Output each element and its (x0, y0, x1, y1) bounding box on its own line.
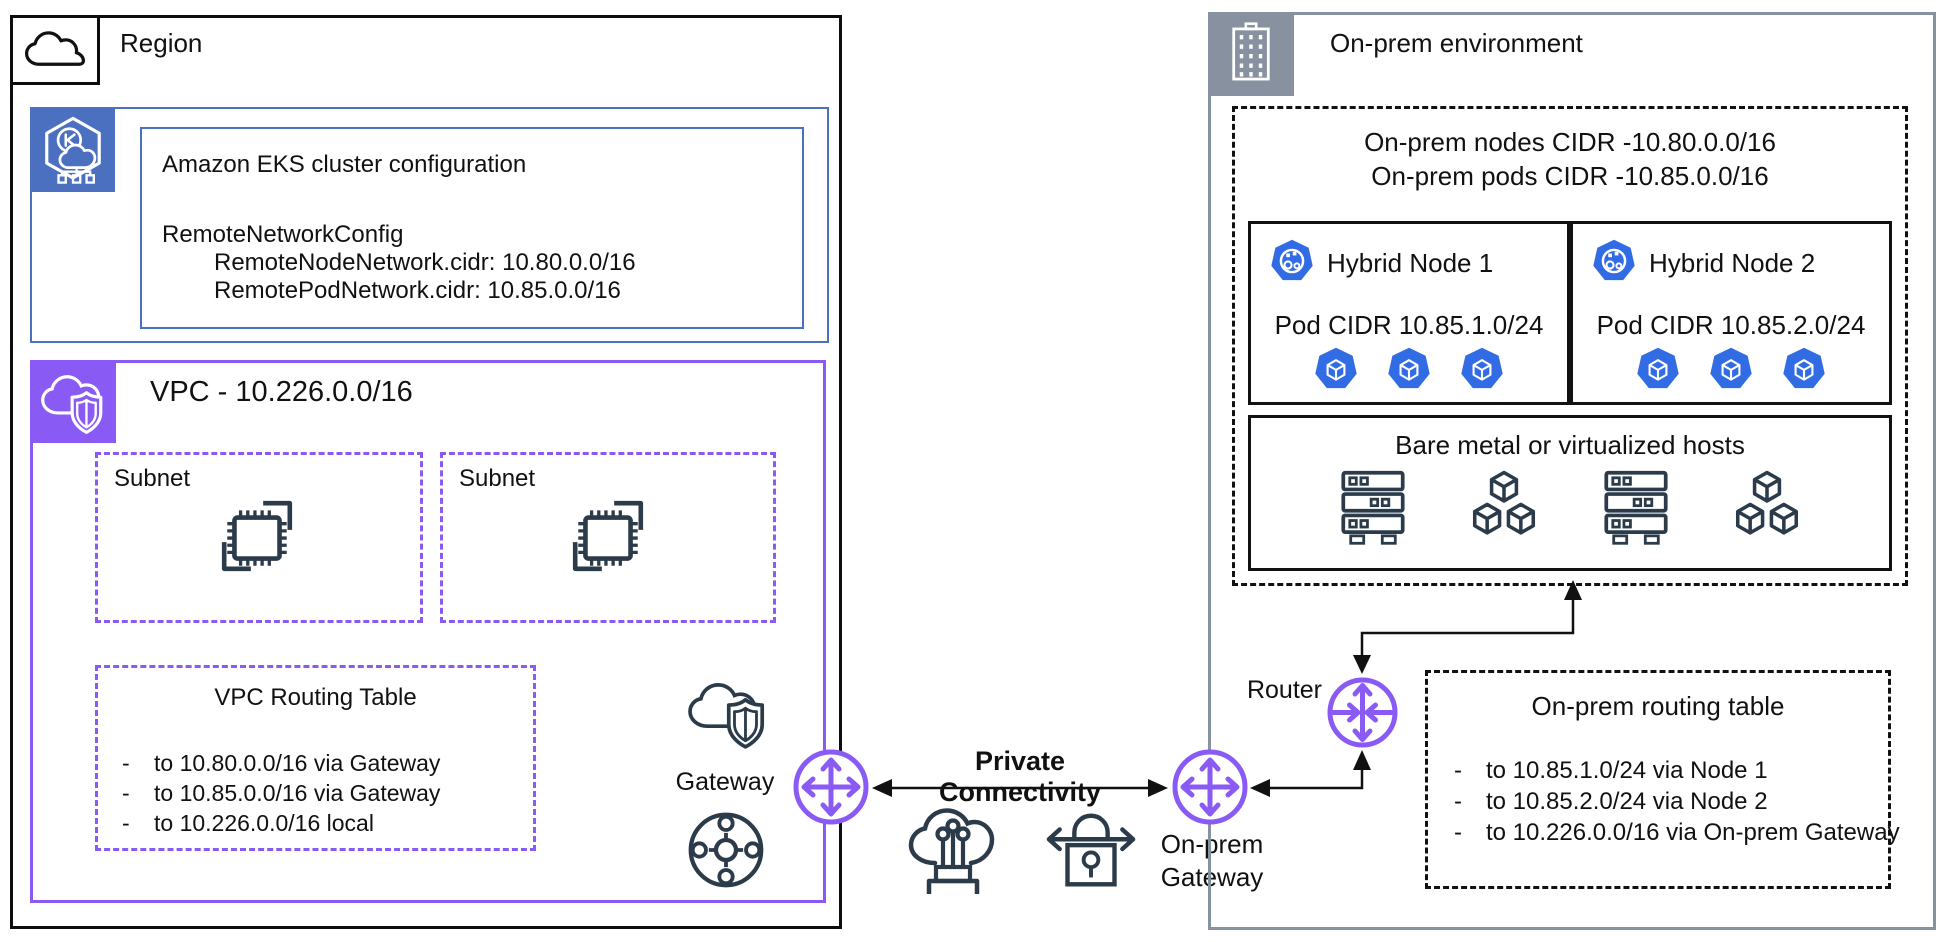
pods-row (1573, 346, 1889, 392)
onprem-cidr-box: On-prem nodes CIDR -10.80.0.0/16 On-prem… (1232, 106, 1908, 586)
pod-icon (1459, 346, 1505, 392)
router-icon (1326, 676, 1399, 749)
vpc-cloud-shield-icon (36, 367, 110, 437)
hybrid-node-2-name: Hybrid Node 2 (1649, 248, 1816, 278)
onprem-environment-box (1208, 12, 1936, 930)
subnet-box-1: Subnet (95, 452, 423, 623)
region-label: Region (120, 28, 203, 58)
region-icon-box (10, 15, 100, 85)
onprem-nodes-cidr: On-prem nodes CIDR -10.80.0.0/16 (1364, 127, 1776, 157)
vpc-routing-table: VPC Routing Table to 10.80.0.0/16 via Ga… (95, 665, 536, 851)
pod-icon (1708, 346, 1754, 392)
network-hub-icon (686, 810, 766, 890)
building-icon (1219, 22, 1283, 86)
onprem-routing-table: On-prem routing table to 10.85.1.0/24 vi… (1425, 670, 1900, 889)
eks-remote-pod-network: RemotePodNetwork.cidr: 10.85.0.0/16 (214, 277, 621, 304)
region-box (10, 15, 842, 929)
eks-kubernetes-icon (35, 112, 111, 188)
subnet-1-label: Subnet (114, 465, 191, 492)
onprem-route: to 10.226.0.0/16 via On-prem Gateway (1452, 817, 1900, 848)
direct-connect-icon (903, 801, 1003, 901)
kubernetes-node-icon (1591, 238, 1637, 284)
onprem-gateway-icon (1171, 748, 1249, 826)
vpc-title: VPC - 10.226.0.0/16 (150, 376, 413, 408)
pod-icon (1781, 346, 1827, 392)
pod-icon (1313, 346, 1359, 392)
pod-icon (1386, 346, 1432, 392)
vpc-route: to 10.226.0.0/16 local (120, 808, 440, 838)
vpc-routing-table-title: VPC Routing Table (214, 684, 417, 711)
hybrid-node-1-box: Hybrid Node 1 Pod CIDR 10.85.1.0/24 (1248, 221, 1570, 405)
eks-config-text-box: Amazon EKS cluster configuration RemoteN… (140, 127, 804, 329)
router-label: Router (1246, 676, 1322, 704)
subnet-chip-icon (216, 495, 298, 577)
bare-metal-hosts-box: Bare metal or virtualized hosts (1248, 415, 1892, 571)
server-rack-icon (1334, 466, 1412, 550)
cloud-shield-icon (683, 672, 771, 754)
hybrid-node-1-pod-cidr: Pod CIDR 10.85.1.0/24 (1274, 310, 1544, 340)
eks-remote-node-network: RemoteNodeNetwork.cidr: 10.80.0.0/16 (214, 249, 636, 276)
pods-row (1251, 346, 1567, 392)
onprem-icon-box (1208, 12, 1294, 96)
subnet-chip-icon (567, 495, 649, 577)
vpc-icon (30, 360, 116, 443)
eks-config-heading: RemoteNetworkConfig (162, 221, 404, 248)
subnet-2-label: Subnet (459, 465, 536, 492)
onprem-route: to 10.85.1.0/24 via Node 1 (1452, 755, 1900, 786)
region-cloud-icon (24, 29, 86, 71)
hosts-icons-row (1251, 466, 1889, 550)
onprem-route: to 10.85.2.0/24 via Node 2 (1452, 786, 1900, 817)
bare-metal-hosts-label: Bare metal or virtualized hosts (1395, 430, 1745, 460)
vpc-gateway-icon (792, 748, 870, 826)
vpc-box (30, 360, 826, 903)
pod-icon (1635, 346, 1681, 392)
hybrid-node-2-pod-cidr: Pod CIDR 10.85.2.0/24 (1596, 310, 1866, 340)
hybrid-node-1-name: Hybrid Node 1 (1327, 248, 1494, 278)
vpn-lock-icon (1044, 804, 1138, 898)
kubernetes-node-icon (1269, 238, 1315, 284)
onprem-routes: to 10.85.1.0/24 via Node 1 to 10.85.2.0/… (1452, 755, 1900, 848)
onprem-environment-label: On-prem environment (1330, 28, 1583, 58)
hybrid-node-2-box: Hybrid Node 2 Pod CIDR 10.85.2.0/24 (1570, 221, 1892, 405)
vpc-routes: to 10.80.0.0/16 via Gateway to 10.85.0.0… (120, 748, 440, 838)
onprem-routing-table-title: On-prem routing table (1531, 691, 1785, 721)
cubes-icon (1728, 466, 1806, 550)
onprem-gateway-label: On-prem Gateway (1160, 829, 1264, 892)
eks-cluster-box (30, 107, 829, 343)
cubes-icon (1465, 466, 1543, 550)
eks-config-title: Amazon EKS cluster configuration (162, 151, 527, 178)
eks-icon (30, 107, 115, 192)
onprem-pods-cidr: On-prem pods CIDR -10.85.0.0/16 (1371, 161, 1769, 191)
subnet-box-2: Subnet (440, 452, 776, 623)
server-rack-icon (1597, 466, 1675, 550)
gateway-label: Gateway (675, 768, 775, 796)
vpc-route: to 10.85.0.0/16 via Gateway (120, 778, 440, 808)
vpc-route: to 10.80.0.0/16 via Gateway (120, 748, 440, 778)
private-connectivity-label: Private Connectivity (938, 746, 1102, 807)
